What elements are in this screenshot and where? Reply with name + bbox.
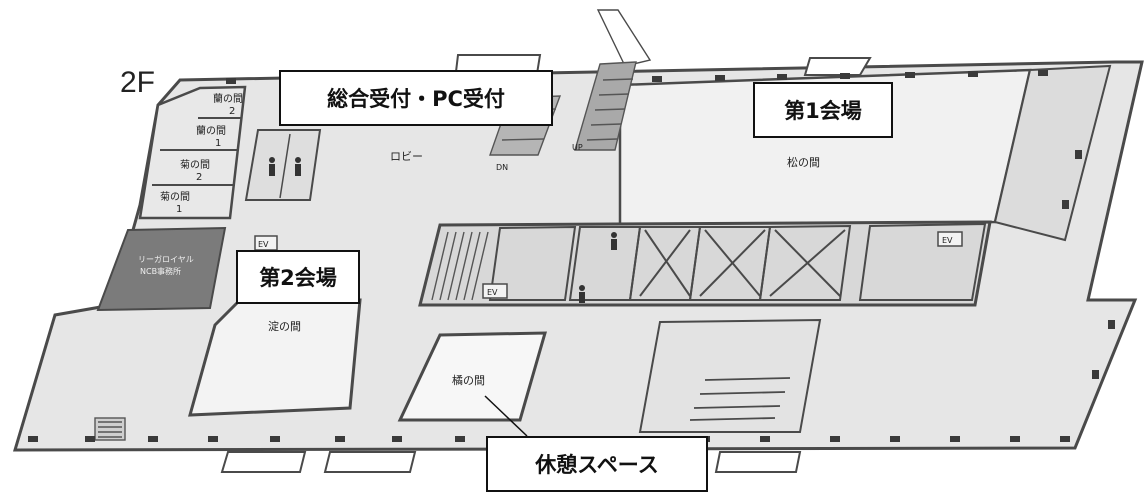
elevator-box-2: [482, 283, 508, 299]
elevator-label-3: EV: [942, 236, 953, 245]
office-room: [96, 226, 227, 312]
room-label-ran2-num: 2: [229, 106, 235, 117]
floor-label: 2F: [120, 66, 156, 99]
room-label-kiku2-num: 2: [196, 172, 202, 183]
rest-leader-line: [484, 395, 528, 437]
stair-marker-dn: DN: [496, 163, 508, 172]
room-label-tachibana: 橘の間: [452, 374, 485, 387]
south-east-area: [638, 318, 822, 433]
room-label-kiku1-num: 1: [176, 204, 182, 215]
room-label-matsu: 松の間: [787, 155, 820, 169]
core-escalators: [431, 231, 489, 301]
hall2-callout: 第2会場: [236, 250, 360, 304]
stair-marker-up: UP: [572, 143, 583, 152]
south-east-lines: [689, 377, 791, 421]
elevator-label-1: EV: [258, 240, 269, 249]
rest-room: [397, 331, 548, 422]
room-label-ran1: 蘭の間: [196, 124, 226, 137]
office-label-line1: リーガロイヤル: [138, 254, 194, 264]
office-label-line2: NCB事務所: [140, 266, 181, 276]
elevator-box-3: [937, 231, 963, 247]
room-label-kiku2: 菊の間: [180, 159, 210, 171]
room-label-ran2: 蘭の間: [213, 92, 243, 105]
room-label-kiku1: 菊の間: [160, 191, 190, 203]
restroom-icon: [269, 157, 617, 303]
east-wing: [993, 64, 1112, 242]
hall1-callout: 第1会場: [753, 82, 893, 138]
rest-space-callout: 休憩スペース: [486, 436, 708, 492]
elevator-label-2: EV: [487, 288, 498, 297]
room-label-ran1-num: 1: [215, 138, 221, 149]
core-partitions: [488, 222, 987, 301]
room-label-lobby: ロビー: [390, 150, 423, 163]
side-room-dividers: [152, 117, 242, 186]
south-stair: [94, 417, 126, 441]
reception-callout: 総合受付・PC受付: [279, 70, 553, 126]
room-label-yodo: 淀の間: [268, 319, 301, 333]
restroom-block: [244, 129, 322, 201]
